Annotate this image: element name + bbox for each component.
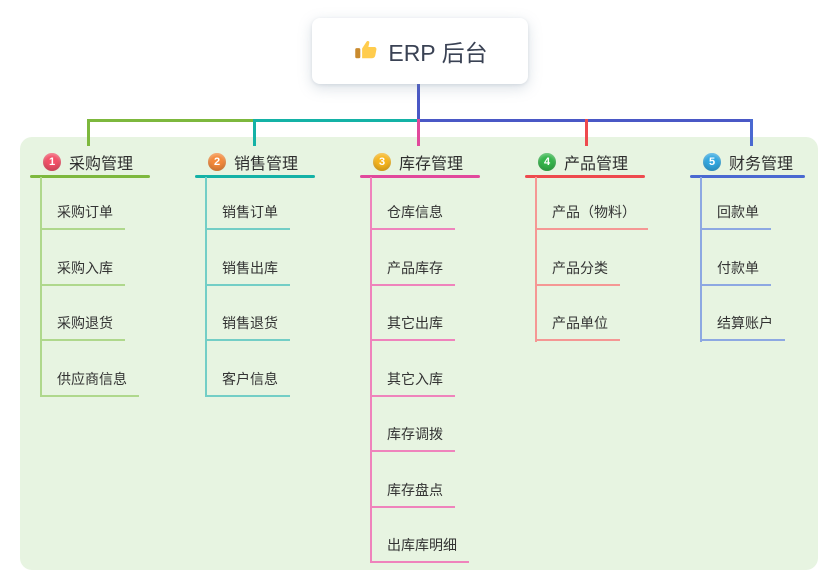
branch-underline [525,175,645,178]
child-node[interactable]: 供应商信息 [40,369,139,397]
branch-node[interactable]: 3 库存管理 [373,150,463,174]
branch-label: 产品管理 [564,156,629,173]
child-node[interactable]: 其它入库 [370,369,455,397]
thumbs-up-icon [352,38,378,64]
connector-root-drop [417,84,420,120]
branch-number-badge: 5 [703,153,721,171]
child-node[interactable]: 销售订单 [205,202,290,230]
branch-spine [40,177,42,397]
branch-number-badge: 1 [43,153,61,171]
child-node[interactable]: 采购订单 [40,202,125,230]
child-node[interactable]: 采购退货 [40,313,125,341]
branch-node[interactable]: 5 财务管理 [703,150,793,174]
child-node[interactable]: 出库库明细 [370,535,469,563]
child-node[interactable]: 付款单 [700,258,771,286]
child-node[interactable]: 其它出库 [370,313,455,341]
branch-label: 库存管理 [399,156,464,173]
branch-spine [205,177,207,397]
connector-bus-mid [254,119,418,122]
branch-spine [535,177,537,342]
connector-drop-branch1 [87,119,90,146]
branch-spine [370,177,372,563]
root-node[interactable]: ERP 后台 [312,18,528,84]
branch-underline [195,175,315,178]
child-node[interactable]: 产品单位 [535,313,620,341]
connector-bus-left [87,119,254,122]
child-node[interactable]: 产品库存 [370,258,455,286]
child-node[interactable]: 结算账户 [700,313,785,341]
child-node[interactable]: 仓库信息 [370,202,455,230]
connector-drop-branch4 [585,119,588,146]
connector-drop-branch5 [750,119,753,146]
child-node[interactable]: 库存盘点 [370,480,455,508]
branch-label: 销售管理 [234,156,299,173]
branch-node[interactable]: 4 产品管理 [538,150,628,174]
branch-underline [360,175,480,178]
branch-number-badge: 3 [373,153,391,171]
branch-underline [690,175,805,178]
branch-number-badge: 2 [208,153,226,171]
child-node[interactable]: 销售退货 [205,313,290,341]
child-node[interactable]: 销售出库 [205,258,290,286]
branch-spine [700,177,702,342]
connector-drop-branch3 [417,119,420,146]
child-node[interactable]: 产品（物料） [535,202,648,230]
branch-node[interactable]: 1 采购管理 [43,150,133,174]
branches-panel [20,137,818,570]
root-node-title: ERP 后台 [388,40,488,66]
child-node[interactable]: 库存调拨 [370,424,455,452]
branch-label: 采购管理 [69,156,134,173]
child-node[interactable]: 客户信息 [205,369,290,397]
branch-underline [30,175,150,178]
branch-number-badge: 4 [538,153,556,171]
child-node[interactable]: 回款单 [700,202,771,230]
child-node[interactable]: 产品分类 [535,258,620,286]
branch-label: 财务管理 [729,156,794,173]
connector-drop-branch2 [253,119,256,146]
branch-node[interactable]: 2 销售管理 [208,150,298,174]
child-node[interactable]: 采购入库 [40,258,125,286]
